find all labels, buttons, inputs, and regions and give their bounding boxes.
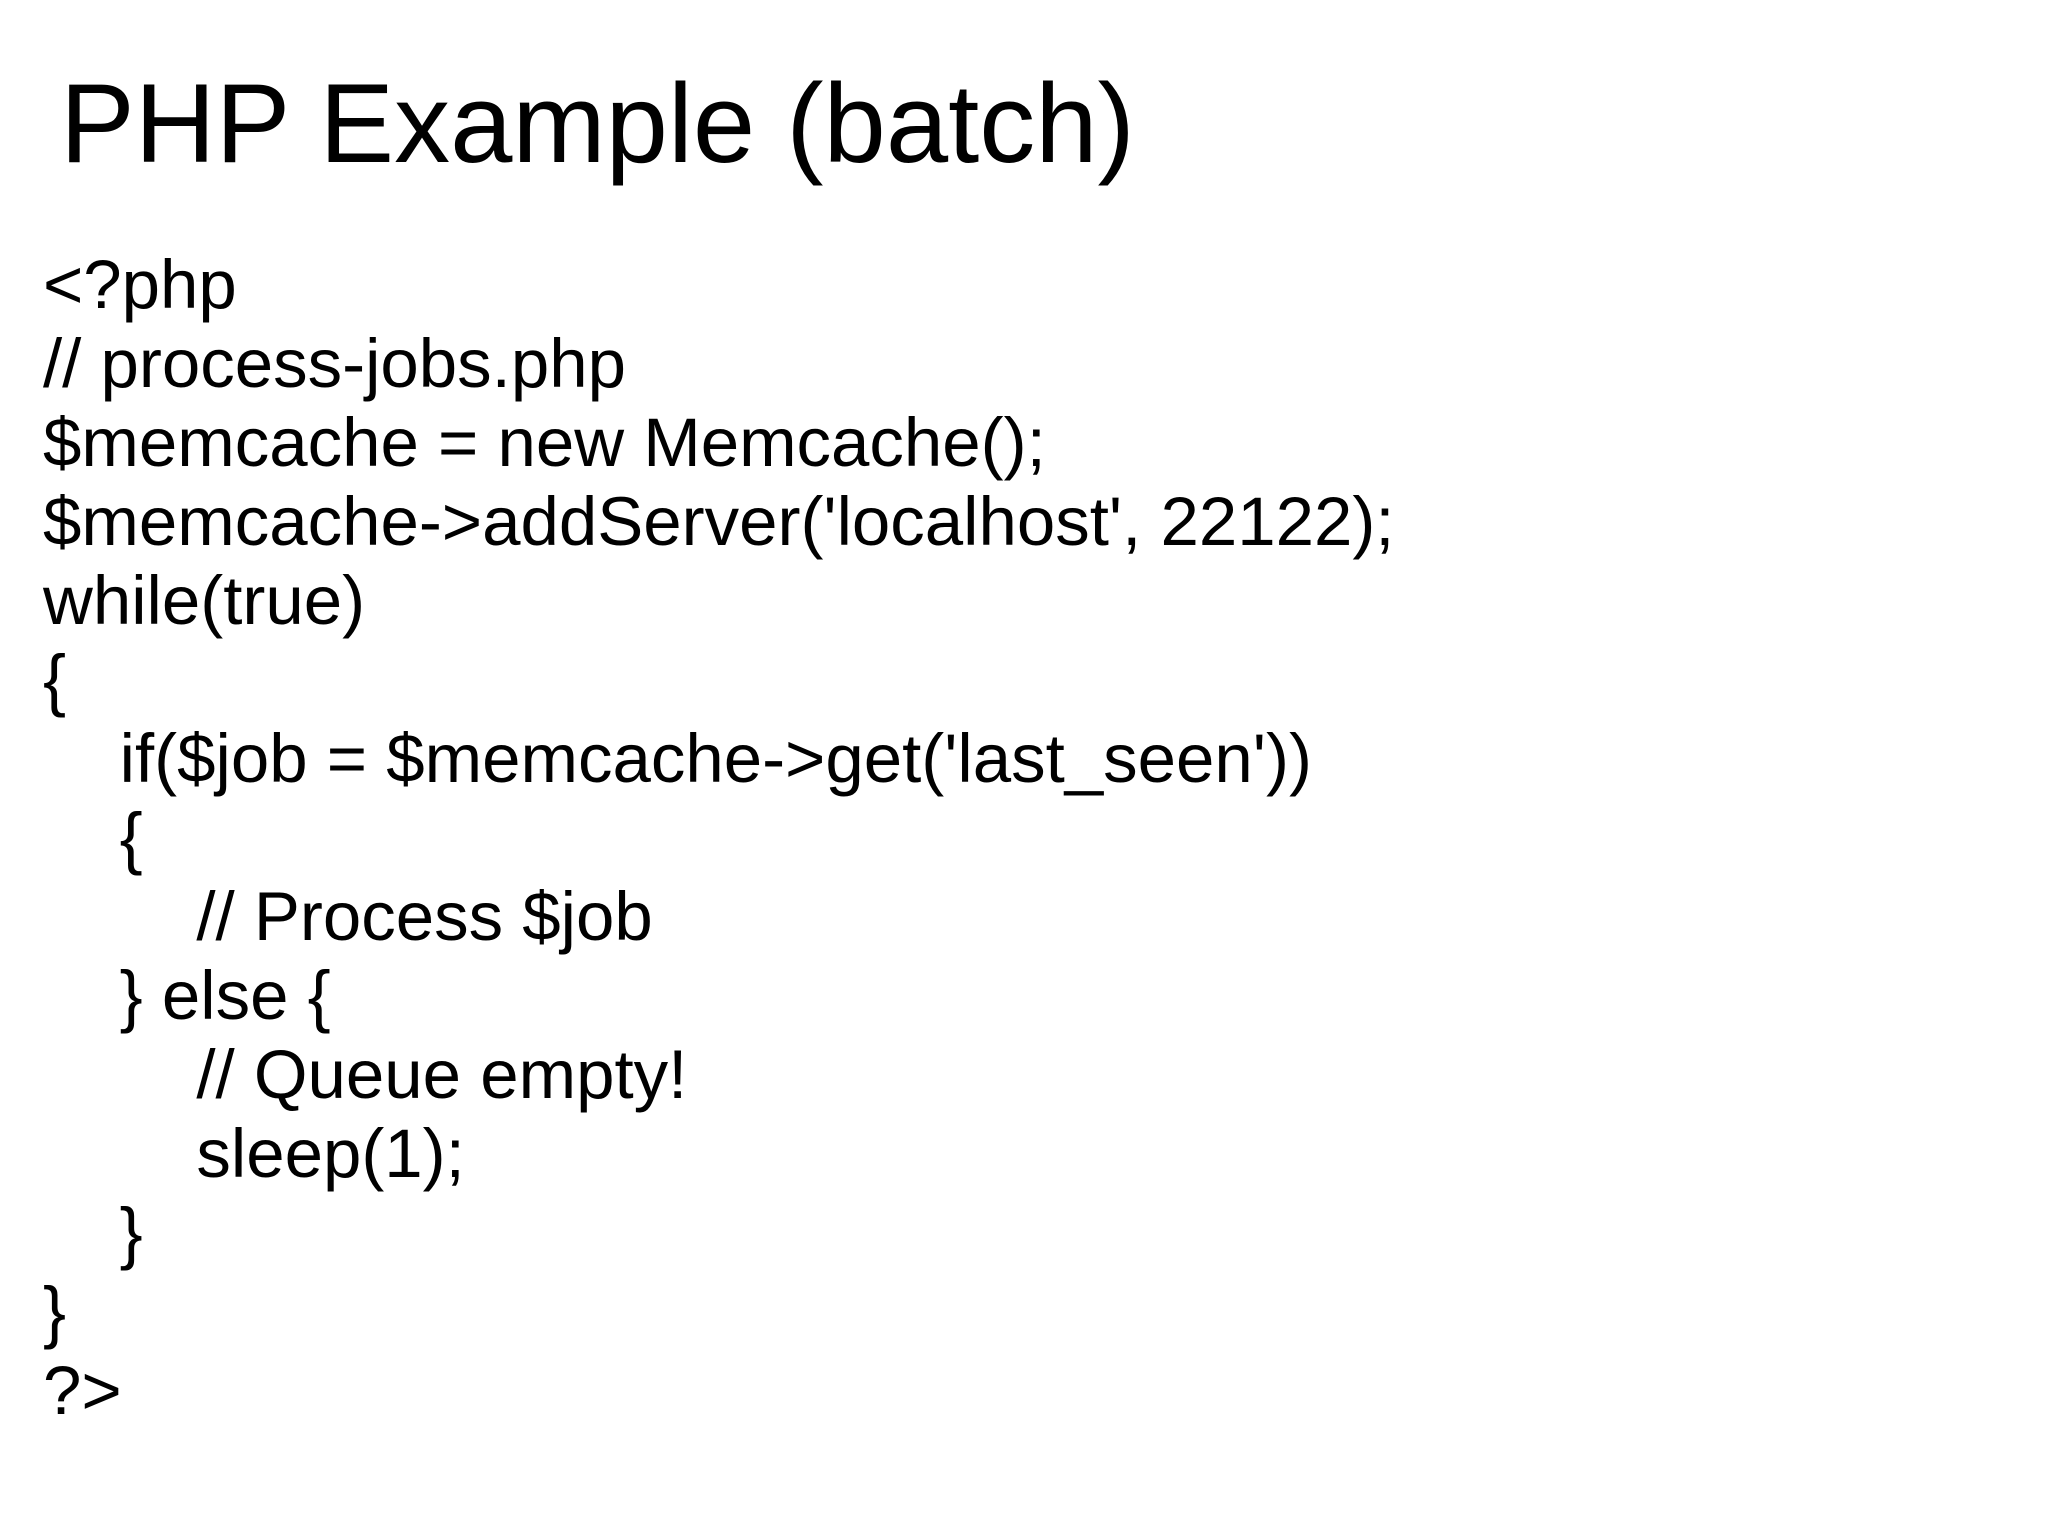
code-line: { (43, 799, 143, 876)
code-line: // process-jobs.php (43, 325, 626, 402)
code-line: } (43, 1194, 143, 1271)
code-line: } (43, 1273, 67, 1350)
code-line: while(true) (43, 562, 366, 639)
code-line: sleep(1); (43, 1115, 465, 1192)
code-line: $memcache->addServer('localhost', 22122)… (43, 483, 1395, 560)
code-line: ?> (43, 1352, 122, 1429)
code-line: // Process $job (43, 878, 653, 955)
code-block: <?php // process-jobs.php $memcache = ne… (43, 245, 1394, 1430)
code-line: $memcache = new Memcache(); (43, 404, 1046, 481)
slide-title: PHP Example (batch) (60, 61, 1135, 186)
code-line: if($job = $memcache->get('last_seen')) (43, 720, 1312, 797)
code-line: { (43, 641, 67, 718)
code-line: <?php (43, 246, 237, 323)
code-line: // Queue empty! (43, 1036, 688, 1113)
code-line: } else { (43, 957, 331, 1034)
